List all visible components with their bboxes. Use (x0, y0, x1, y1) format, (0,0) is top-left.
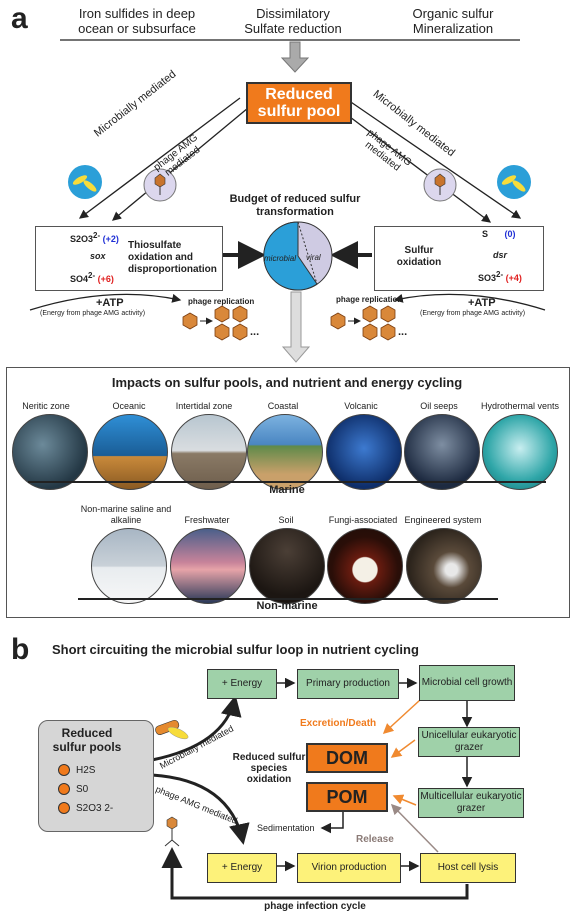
label-freshwater: Freshwater (184, 515, 230, 525)
non-marine-label: Non-marine (256, 600, 318, 612)
multicellular-grazer-box: Multicellular eukaryotic grazer (418, 788, 524, 818)
impacts-title: Impacts on sulfur pools, and nutrient an… (111, 375, 463, 390)
excretion-death-label: Excretion/Death (300, 718, 377, 729)
phage-infection-cycle-label: phage infection cycle (264, 901, 366, 912)
bacteria-icon-left (68, 165, 102, 199)
phage-replication-icons-left (182, 305, 248, 341)
unicellular-grazer-box: Unicellular eukaryotic grazer (418, 727, 520, 757)
pom-box: POM (306, 782, 388, 812)
reduced-sulfur-pools-box (38, 720, 154, 832)
atp-note-right: (Energy from phage AMG activity) (420, 310, 526, 317)
image-fungi-associated (327, 528, 403, 604)
image-soil (249, 528, 325, 604)
label-neritic: Neritic zone (22, 401, 70, 411)
label-intertidal: Intertidal zone (175, 401, 233, 411)
image-volcanic (326, 414, 402, 490)
bacteria-icon-right (497, 165, 531, 199)
label-coastal: Coastal (267, 401, 299, 411)
reduced-sulfur-pools-title: Reduced sulfur pools (52, 726, 122, 754)
phage-replication-icons-right (330, 305, 396, 341)
species-s0: S0 (58, 783, 88, 795)
species-oxidation-label: Reduced sulfur species oxidation (232, 752, 306, 785)
pie-label-viral: viral (306, 253, 321, 262)
energy-box-bottom: + Energy (207, 853, 277, 883)
pie-label-microbial: microbial (264, 254, 297, 263)
bacterium-icon (155, 719, 189, 740)
phage-icon-b (164, 816, 180, 847)
panel-b-letter: b (11, 633, 30, 666)
image-engineered-system (406, 528, 482, 604)
phage-icon-right (423, 168, 457, 202)
source-iron-sulfides: Iron sulfides in deep ocean or subsurfac… (78, 6, 196, 36)
dom-box: DOM (306, 743, 388, 773)
thiosulfate-box (35, 226, 223, 291)
ellipsis-right: ... (398, 326, 408, 338)
budget-title: Budget of reduced sulfur transformation (229, 193, 361, 218)
image-hydrothermal-vents (482, 414, 558, 490)
source-sulfate-reduction: Dissimilatory Sulfate reduction (244, 6, 342, 36)
so3-species: SO32- (+4) (478, 270, 522, 283)
marine-label: Marine (269, 484, 305, 496)
atp-right: +ATP (468, 297, 496, 309)
label-engineered: Engineered system (404, 515, 482, 525)
primary-production-box: Primary production (297, 669, 399, 699)
label-soil: Soil (278, 515, 294, 525)
label-non-marine-saline: Non-marine saline and alkaline (80, 504, 172, 525)
image-freshwater (170, 528, 246, 604)
phage-icon-left (143, 168, 177, 202)
reduced-sulfur-pool: Reduced sulfur pool (246, 82, 352, 124)
atp-left: +ATP (96, 297, 124, 309)
host-cell-lysis-box: Host cell lysis (420, 853, 516, 883)
marine-divider (28, 481, 546, 483)
phage-replication-left: phage replication (188, 297, 255, 306)
thiosulfate-process: Thiosulfate oxidation and disproportiona… (128, 240, 217, 275)
label-oil-seeps: Oil seeps (420, 401, 458, 411)
panel-a-letter: a (11, 2, 28, 35)
panel-b-title: Short circuiting the microbial sulfur lo… (52, 642, 419, 657)
image-neritic-zone (12, 414, 88, 490)
label-volcanic: Volcanic (344, 401, 378, 411)
so4-species: SO42- (+6) (70, 271, 114, 284)
label-fungi: Fungi-associated (328, 515, 398, 525)
virion-production-box: Virion production (297, 853, 401, 883)
species-s2o3: S2O3 2- (58, 802, 113, 814)
image-non-marine-saline (91, 528, 167, 604)
image-oil-seeps (404, 414, 480, 490)
image-intertidal-zone (171, 414, 247, 490)
s-species: S (0) (482, 229, 516, 239)
ellipsis-left: ... (250, 326, 260, 338)
panel-a-arrows (29, 39, 546, 363)
release-label: Release (356, 834, 394, 845)
dsr-gene: dsr (493, 250, 508, 260)
phage-replication-right: phage replication (336, 295, 403, 304)
sulfur-oxidation-box (374, 226, 544, 291)
image-oceanic (92, 414, 168, 490)
sox-gene: sox (90, 251, 106, 261)
s2o3-species: S2O32- (+2) (70, 231, 119, 244)
species-h2s: H2S (58, 764, 95, 776)
sulfur-oxidation-process: Sulfur oxidation (396, 245, 442, 268)
microbial-growth-box: Microbial cell growth (419, 665, 515, 701)
label-oceanic: Oceanic (112, 401, 146, 411)
atp-note-left: (Energy from phage AMG activity) (40, 310, 146, 317)
image-coastal (247, 414, 323, 490)
label-hydrothermal: Hydrothermal vents (480, 401, 560, 411)
sedimentation-label: Sedimentation (257, 823, 315, 833)
energy-box-top: + Energy (207, 669, 277, 699)
budget-pie-chart (263, 221, 333, 291)
non-marine-divider (78, 598, 498, 600)
source-organic-sulfur: Organic sulfur Mineralization (412, 6, 494, 36)
